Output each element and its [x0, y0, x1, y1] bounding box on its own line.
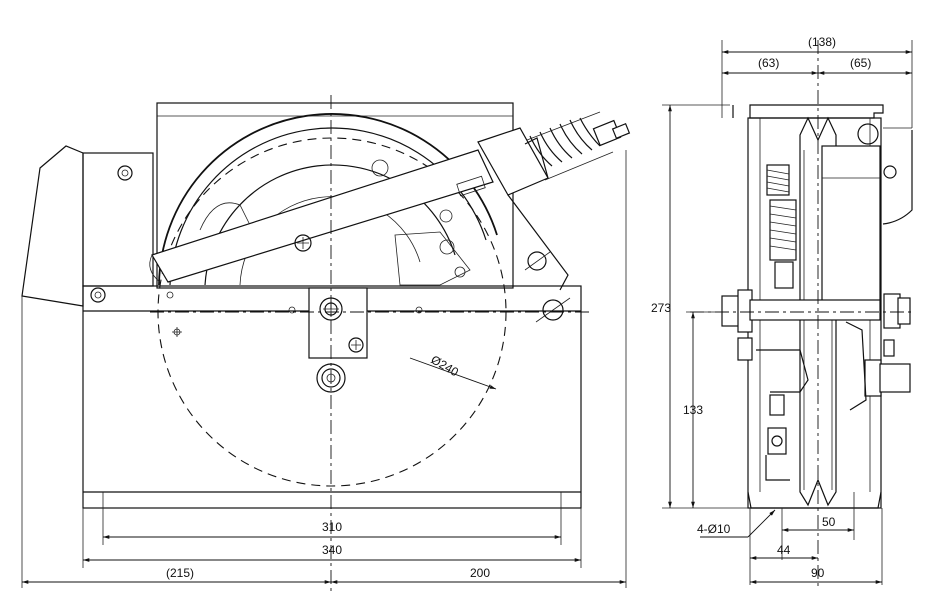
- left-knob-bottom: [90, 287, 106, 303]
- dim-138: (138): [808, 35, 836, 49]
- dim-310: 310: [322, 520, 342, 534]
- base-plate: [82, 285, 582, 509]
- side-spring: [766, 164, 797, 289]
- right-knob: [527, 251, 547, 271]
- dim-50: 50: [822, 515, 836, 529]
- dim-65: (65): [850, 56, 871, 70]
- lever-arm: [151, 149, 494, 283]
- side-view: (138) (63) (65) 273 133 4-Ø10 50 44 90: [651, 35, 915, 590]
- side-frame: [749, 104, 884, 119]
- dim-340: 340: [322, 543, 342, 557]
- dim-holes: 4-Ø10: [697, 522, 731, 536]
- dim-44: 44: [777, 543, 791, 557]
- front-view: Ø240 310 340 (215) 200: [21, 95, 631, 595]
- dim-63: (63): [758, 56, 779, 70]
- dim-133: 133: [683, 403, 703, 417]
- dim-273: 273: [651, 301, 671, 315]
- compression-spring: [524, 111, 631, 181]
- side-bolts: [721, 289, 911, 481]
- base-knob: [542, 299, 564, 321]
- side-sheave: [799, 116, 837, 507]
- dim-90: 90: [811, 566, 825, 580]
- left-arm-housing: [21, 145, 84, 307]
- side-right-block: [821, 145, 881, 307]
- dim-200: 200: [470, 566, 490, 580]
- left-knob-top: [117, 165, 133, 181]
- center-block: [308, 287, 368, 359]
- dim-215: (215): [166, 566, 194, 580]
